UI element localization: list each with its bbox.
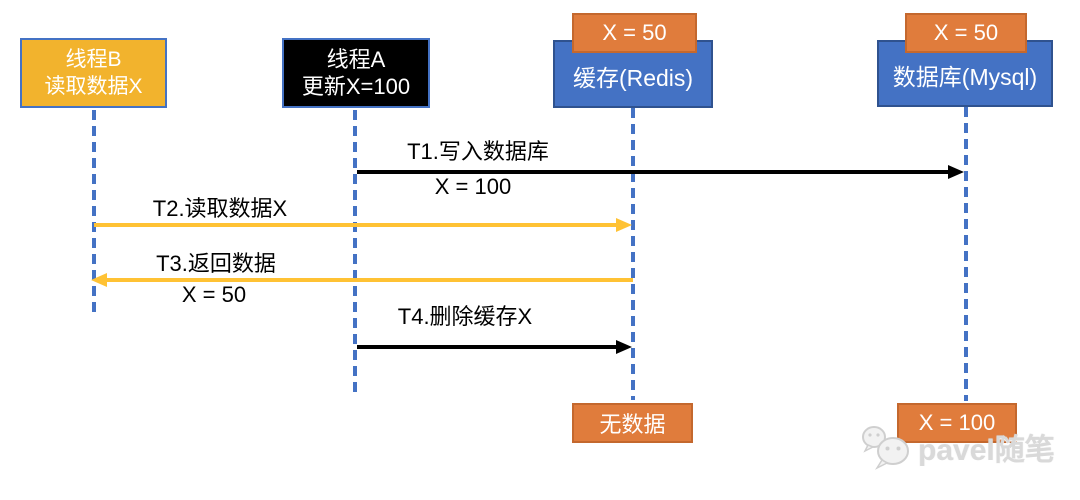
message-t4-line (357, 345, 618, 349)
message-t1-arrowhead (948, 165, 964, 179)
database-final-value: X = 100 (918, 410, 996, 435)
message-t3-label: T3.返回数据 (156, 251, 276, 276)
database-final-value-tag: X = 100 (897, 403, 1017, 443)
cache-final-value-tag: 无数据 (572, 403, 693, 443)
message-t1-line (357, 170, 950, 174)
actor-thread-a-line1: 线程A (326, 47, 386, 72)
message-t1-label: T1.写入数据库 (407, 139, 549, 164)
message-t2-arrowhead (616, 218, 632, 232)
actor-thread-a: 线程A 更新X=100 (282, 38, 430, 108)
actor-thread-a-line2: 更新X=100 (301, 74, 411, 99)
actor-cache-label: 缓存(Redis) (572, 65, 694, 91)
watermark: pavel随笔 (860, 424, 1055, 470)
actor-thread-b-line1: 线程B (65, 48, 122, 71)
actor-thread-b: 线程B 读取数据X (20, 38, 167, 108)
watermark-text: pavel随笔 (918, 434, 1055, 467)
message-t4-label: T4.删除缓存X (397, 304, 533, 329)
database-initial-value: X = 50 (933, 20, 999, 45)
lifeline-thread-a (353, 110, 357, 394)
cache-initial-value-tag: X = 50 (572, 13, 697, 53)
lifeline-cache (631, 108, 635, 400)
message-t1-sublabel: X = 100 (434, 174, 512, 199)
message-t2-label: T2.读取数据X (152, 196, 288, 221)
lifeline-database (964, 107, 968, 401)
lifeline-thread-b (92, 110, 96, 318)
message-t3-sublabel: X = 50 (181, 282, 247, 307)
cache-final-value: 无数据 (599, 412, 666, 437)
database-initial-value-tag: X = 50 (905, 13, 1027, 53)
message-t3-line (107, 278, 633, 282)
cache-initial-value: X = 50 (602, 20, 667, 45)
message-t4-arrowhead (616, 340, 632, 354)
actor-thread-b-line2: 读取数据X (44, 75, 143, 98)
wechat-icon (862, 426, 909, 470)
actor-database-label: 数据库(Mysql) (892, 64, 1038, 90)
message-t3-arrowhead (91, 273, 107, 287)
message-t2-line (94, 223, 618, 227)
